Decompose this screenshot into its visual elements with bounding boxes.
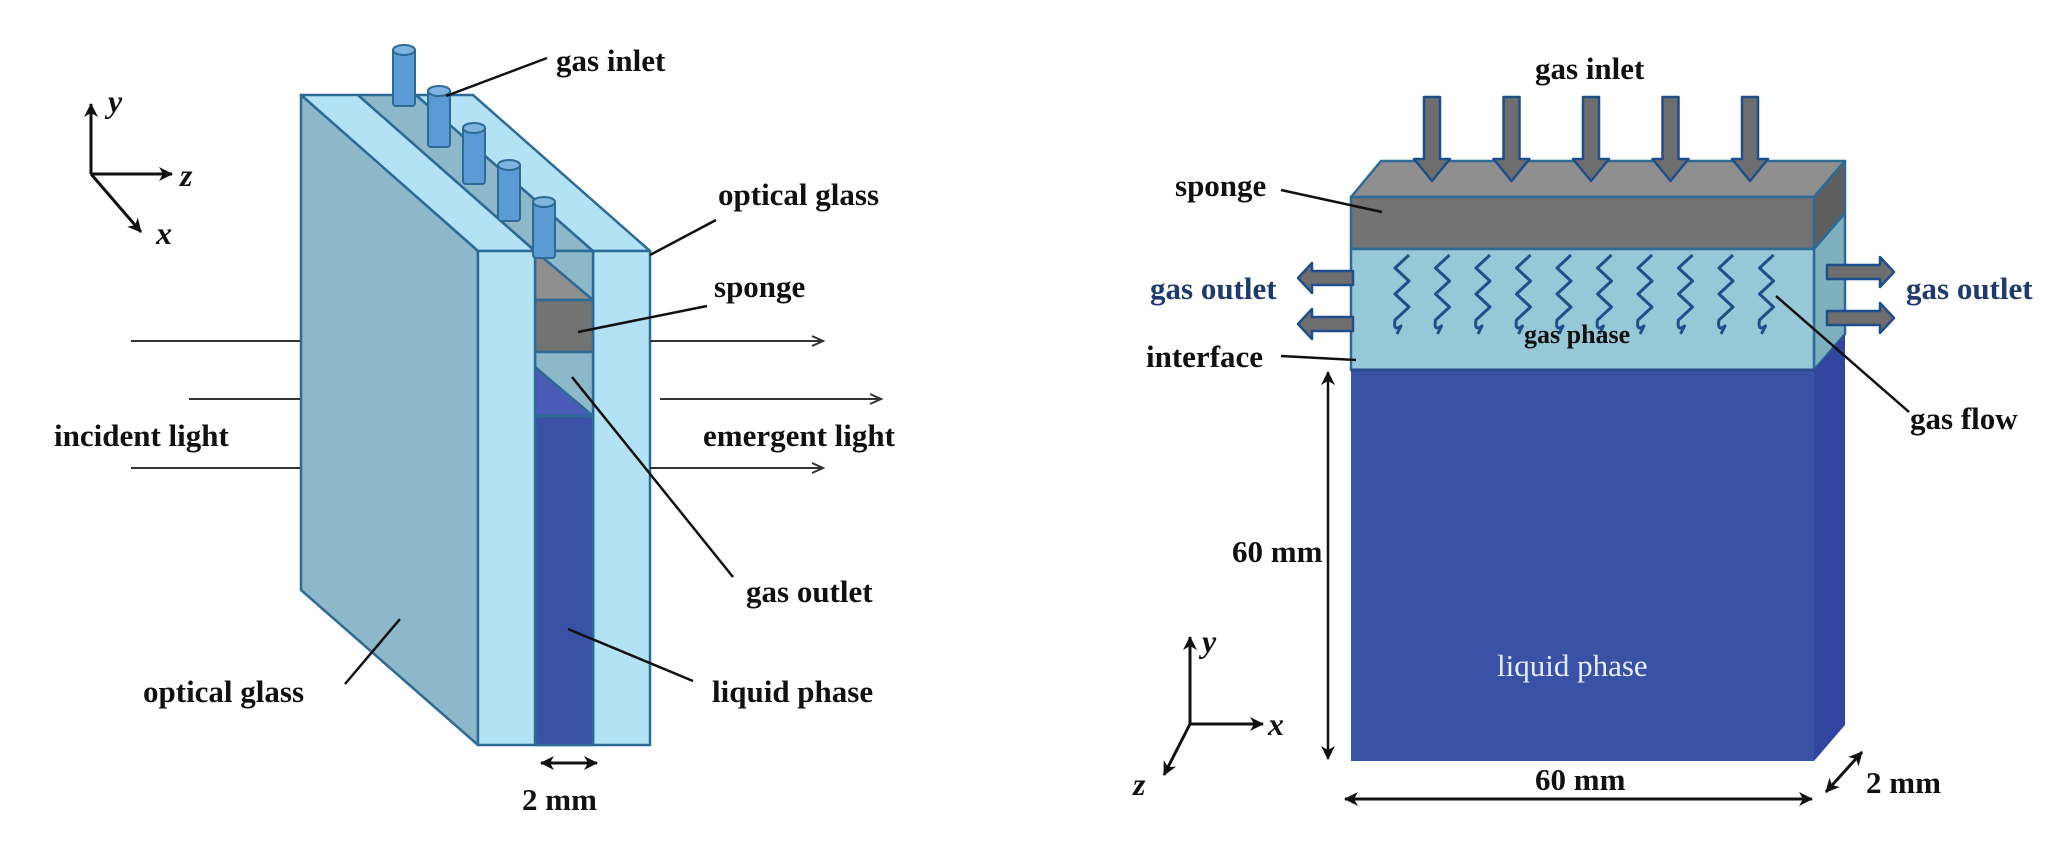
axis-label-x: x: [155, 215, 172, 251]
cuvette: [299, 93, 652, 747]
label-gas-outlet-left-side: gas outlet: [1150, 271, 1277, 306]
axis-label-z: z: [179, 157, 193, 193]
axis-label-z-right: z: [1132, 766, 1146, 802]
gas-flow-spring: [1393, 253, 1411, 335]
gas-flow-spring: [1676, 253, 1694, 335]
gas-flow-spring: [1474, 253, 1492, 335]
gas-flow-spring: [1595, 253, 1613, 335]
gas-outlet-arrow: [1825, 255, 1896, 289]
liquid-phase-region: [1351, 370, 1814, 761]
right-panel: y x z gas inlet sponge gas outlet gas ou…: [1132, 51, 2033, 806]
gas-inlet-arrows: [1412, 95, 1770, 183]
label-emergent-light: emergent light: [703, 418, 896, 453]
gas-flow-springs: [1393, 253, 1775, 335]
gas-phase-region: [1349, 247, 1816, 372]
label-gas-outlet-right-side: gas outlet: [1906, 271, 2033, 306]
gas-flow-spring: [1555, 253, 1573, 335]
liquid-side-face: [1814, 334, 1845, 761]
gas-outlet-arrow: [1296, 307, 1355, 341]
left-panel: y z x: [54, 43, 896, 817]
label-height-60mm: 60 mm: [1232, 534, 1323, 569]
axes-icon-right: [1162, 636, 1264, 776]
label-width-60mm: 60 mm: [1535, 762, 1626, 797]
label-gas-inlet-right: gas inlet: [1535, 51, 1645, 86]
inlet-tube: [462, 122, 486, 185]
gas-inlet-arrow: [1571, 95, 1611, 183]
axis-label-y-right: y: [1198, 623, 1217, 659]
gas-inlet-arrow: [1730, 95, 1770, 183]
gas-flow-spring: [1717, 253, 1735, 335]
inlet-tube: [392, 44, 416, 107]
liquid-column: [533, 414, 595, 747]
emergent-light-arrows: [650, 341, 881, 468]
axis-label-x-right: x: [1267, 706, 1284, 742]
sponge-block: [533, 298, 595, 354]
leader-lines-right: [1280, 188, 1910, 413]
depth-dimension-arrow: [1824, 750, 1864, 794]
gas-outlet-arrow: [1296, 261, 1355, 295]
inlet-tube: [427, 85, 451, 148]
gas-outlet-arrows: [1296, 255, 1896, 341]
label-gas-inlet-left: gas inlet: [556, 43, 666, 78]
label-gas-flow: gas flow: [1910, 401, 2018, 436]
label-interface: interface: [1146, 339, 1263, 374]
label-liquid-phase-left: liquid phase: [712, 674, 873, 709]
label-optical-glass-left: optical glass: [143, 674, 304, 709]
leader-lines-left: [344, 56, 734, 685]
label-gas-outlet-left: gas outlet: [746, 574, 873, 609]
label-incident-light: incident light: [54, 418, 230, 453]
sponge-front-face: [1349, 195, 1816, 251]
gas-flow-spring: [1433, 253, 1451, 335]
gas-inlet-arrow: [1651, 95, 1690, 183]
rear-glass-face: [591, 249, 652, 747]
gas-inlet-arrow: [1412, 95, 1452, 183]
gas-inlet-arrow: [1492, 95, 1531, 183]
gas-outlet-arrow: [1825, 301, 1896, 335]
gas-inlet-tubes: [392, 44, 556, 259]
label-gap-2mm: 2 mm: [522, 782, 597, 817]
inlet-tube: [532, 196, 556, 259]
inlet-tube: [497, 159, 521, 222]
gas-flow-spring: [1636, 253, 1654, 335]
label-optical-glass-right: optical glass: [718, 177, 879, 212]
label-sponge-right: sponge: [1175, 168, 1266, 203]
label-liquid-phase-right: liquid phase: [1497, 648, 1648, 683]
label-depth-2mm: 2 mm: [1866, 765, 1941, 800]
optical-glass-front-edge: [476, 249, 537, 747]
label-sponge-left: sponge: [714, 269, 805, 304]
gas-flow-spring: [1514, 253, 1532, 335]
gas-flow-spring: [1757, 253, 1775, 335]
label-gas-phase: gas phase: [1524, 320, 1630, 349]
axis-label-y: y: [104, 83, 123, 119]
axes-icon-left: [84, 103, 173, 233]
